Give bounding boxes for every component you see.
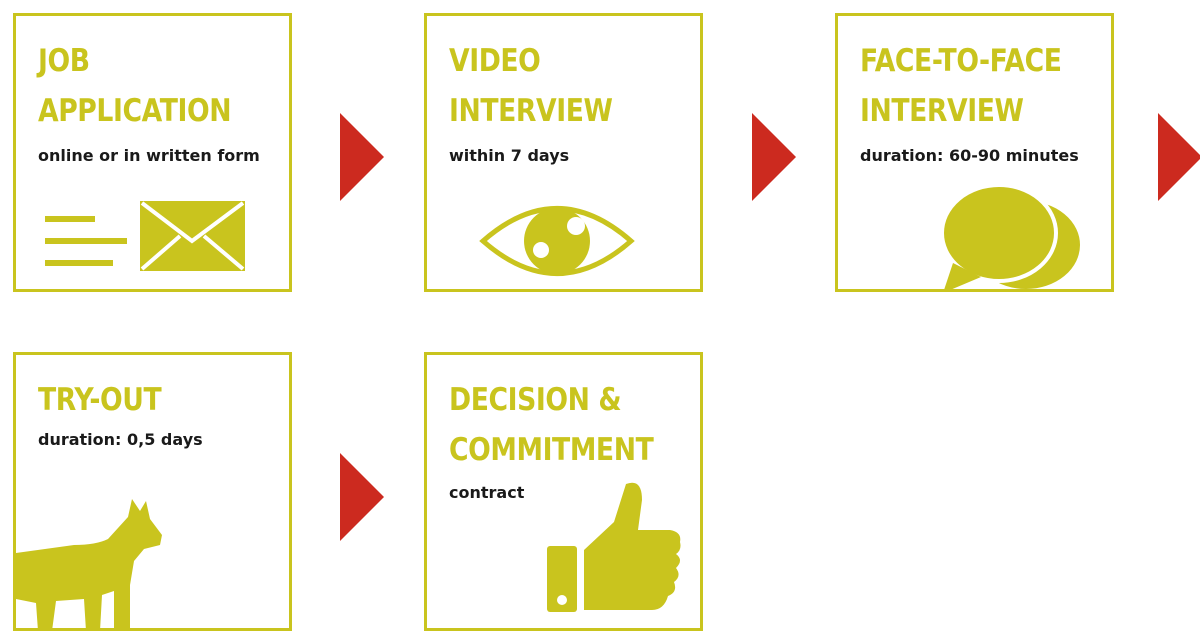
step-title: DECISION & COMMITMENT xyxy=(449,382,654,468)
step-card-video-interview: VIDEO INTERVIEW within 7 days xyxy=(424,13,703,292)
step-card-decision-commitment: DECISION & COMMITMENT contract xyxy=(424,352,703,631)
step-title: TRY-OUT xyxy=(38,382,162,418)
step-title: FACE-TO-FACE INTERVIEW xyxy=(860,43,1062,129)
envelope-icon xyxy=(45,201,245,271)
dog-icon xyxy=(16,499,162,628)
arrow-right-icon xyxy=(340,113,384,201)
step-subtitle: duration: 0,5 days xyxy=(38,430,203,449)
eye-icon xyxy=(479,206,635,276)
thumbs-up-icon xyxy=(547,482,681,612)
step-subtitle: contract xyxy=(449,483,525,502)
step-card-job-application: JOB APPLICATION online or in written for… xyxy=(13,13,292,292)
step-subtitle: online or in written form xyxy=(38,146,260,165)
step-subtitle: duration: 60-90 minutes xyxy=(860,146,1079,165)
step-title: JOB APPLICATION xyxy=(38,43,232,129)
step-card-face-to-face-interview: FACE-TO-FACE INTERVIEW duration: 60-90 m… xyxy=(835,13,1114,292)
arrow-right-icon xyxy=(752,113,796,201)
arrow-right-icon xyxy=(340,453,384,541)
step-subtitle: within 7 days xyxy=(449,146,570,165)
step-card-try-out: TRY-OUT duration: 0,5 days xyxy=(13,352,292,631)
arrow-right-icon xyxy=(1158,113,1200,201)
step-title: VIDEO INTERVIEW xyxy=(449,43,613,129)
speech-bubbles-icon xyxy=(940,183,1084,289)
